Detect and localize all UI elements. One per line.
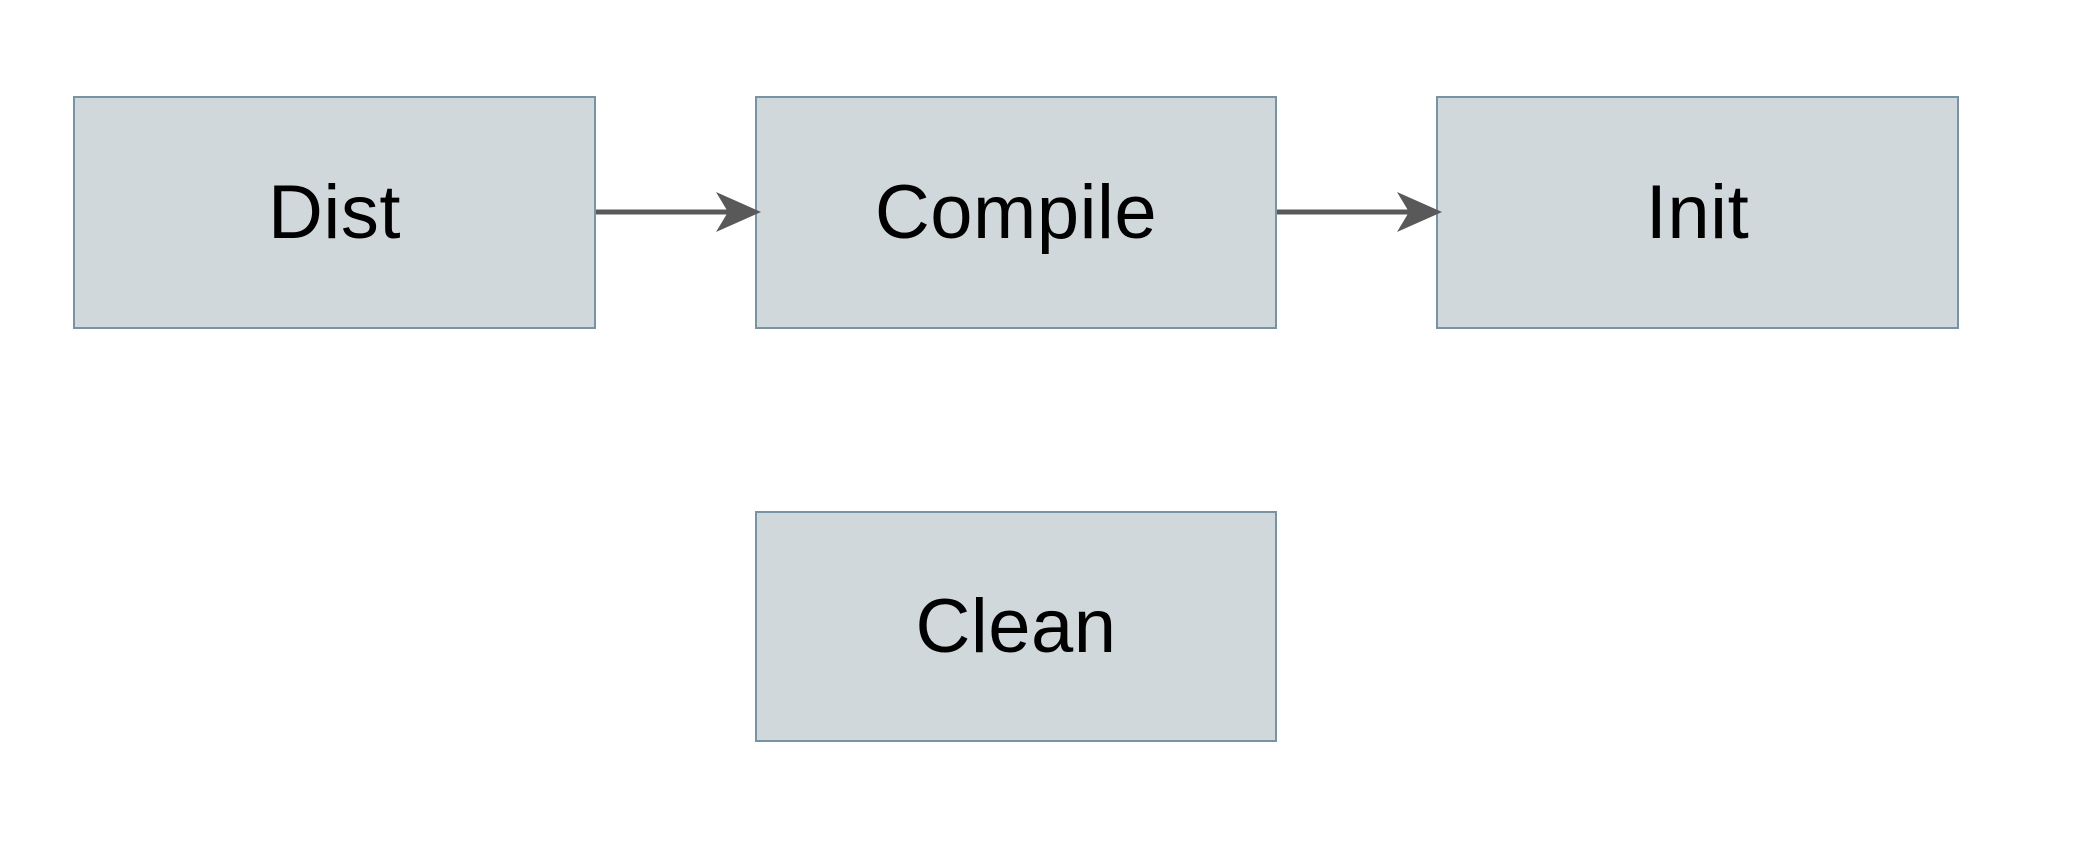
arrowhead-icon	[1397, 192, 1442, 232]
node-init[interactable]: Init	[1436, 96, 1959, 329]
node-init-label: Init	[1645, 169, 1750, 255]
node-clean-label: Clean	[915, 583, 1117, 669]
node-compile-label: Compile	[874, 169, 1158, 255]
edge-compile-to-init[interactable]	[1271, 182, 1443, 242]
node-clean[interactable]: Clean	[755, 511, 1277, 742]
arrowhead-icon	[716, 192, 761, 232]
node-dist-label: Dist	[268, 169, 401, 255]
edge-dist-to-compile[interactable]	[590, 182, 762, 242]
node-compile[interactable]: Compile	[755, 96, 1277, 329]
node-dist[interactable]: Dist	[73, 96, 596, 329]
